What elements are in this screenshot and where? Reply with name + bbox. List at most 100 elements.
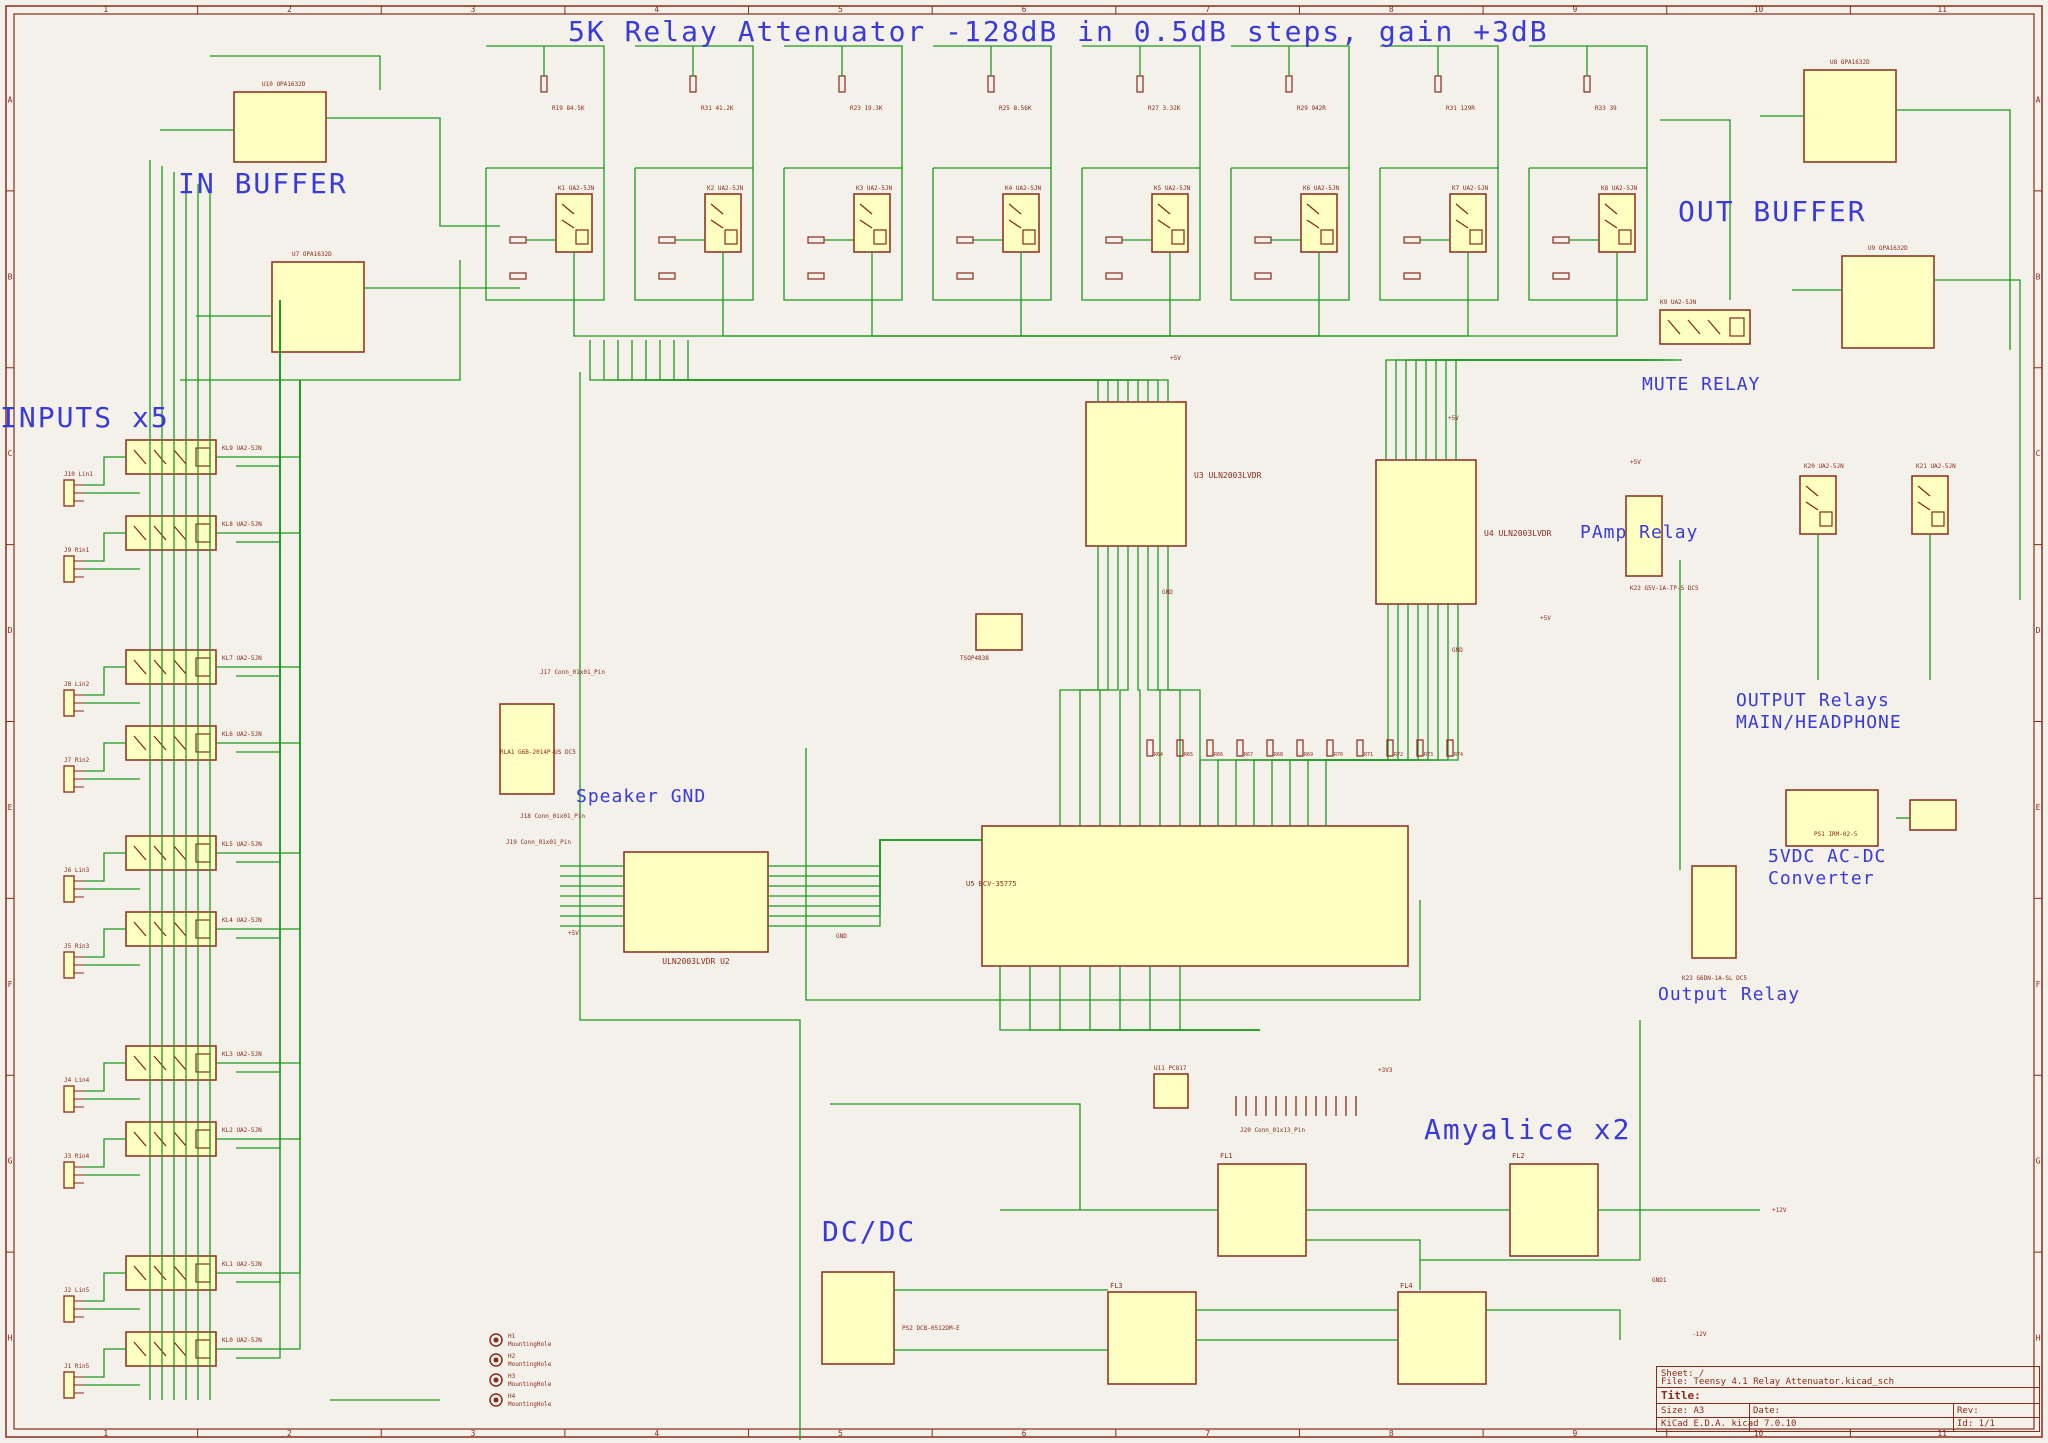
ladder-resistor [956,272,974,280]
frame-column-label: 2 [287,5,292,14]
wire [1081,167,1201,301]
ladder-resistor [1552,236,1570,244]
input-connector-label: J1 Rin5 [64,1363,90,1370]
wire [768,839,982,877]
frame-column-label: 4 [654,5,659,14]
resistor-825-label: R70 [1334,752,1343,758]
input-relay [125,649,217,685]
opamp-u9 [1841,255,1935,349]
frame-row-label: C [2036,449,2041,458]
input-relay [125,1121,217,1157]
input-connector [63,1161,85,1189]
ladder-relay-label: K6 UA2-5JN [1303,185,1340,192]
resistor-825-label: R73 [1424,752,1433,758]
ladder-resistor-label: R29 942R [1297,105,1326,112]
ladder-resistor [1136,75,1144,93]
frame-row-label: E [2036,803,2041,812]
title-block-size: Size: A3 [1661,1406,1705,1416]
mounting-hole-center [493,1337,499,1343]
power-rail-label: GND [1162,589,1173,596]
wire [180,260,461,381]
input-relay [125,1331,217,1367]
ladder-relay-label: K4 UA2-5JN [1005,185,1042,192]
converter-label-2: Converter [1768,868,1875,889]
wire [1307,604,1449,826]
speaker-relay-part-label: RLA1 G6B-2014P-US DC5 [500,749,576,756]
resistor-825-label: R74 [1454,752,1463,758]
wire [210,55,381,90]
mute-relay-k9 [1659,309,1751,345]
wire [1379,167,1499,301]
driver-u4-label: U4 ULN2003LVDR [1484,529,1552,538]
input-connector [63,479,85,507]
opamp-u8 [1803,69,1897,163]
input-connector [63,1295,85,1323]
wire [1289,604,1439,826]
power-rail-label: +5V [1630,459,1641,466]
wire [768,839,982,897]
mcu-u5 [981,825,1409,967]
resistor-825 [1206,739,1214,757]
title-block-id: Id: 1/1 [1957,1419,1995,1429]
output-relay-label: K20 UA2-5JN [1804,463,1844,470]
ladder-resistor [838,75,846,93]
resistor-825-label: R72 [1394,752,1403,758]
frame-row-label: F [8,980,13,989]
filter-label: FL1 [1220,1152,1233,1160]
wire [631,340,1129,402]
frame-row-label: B [2036,272,2041,281]
mounting-hole-label: H4 [508,1393,516,1400]
ladder-resistor [658,236,676,244]
driver-u2 [623,851,769,953]
wire [1147,546,1161,826]
resistor-825 [1146,739,1154,757]
mounting-hole [489,1373,503,1387]
input-relay [125,835,217,871]
ladder-resistor [1583,75,1591,93]
wire [1137,546,1141,826]
wire [84,1272,126,1302]
frame-row-label: E [8,803,13,812]
wire [617,340,1119,402]
filter-label: FL2 [1512,1152,1525,1160]
wire [84,532,126,562]
wire [1235,604,1409,826]
wire [236,300,281,1073]
input-relay [125,515,217,551]
frame-column-label: 3 [471,5,476,14]
input-connector [63,875,85,903]
resistor-825-label: R65 [1184,752,1193,758]
wire [1306,1239,1421,1290]
ladder-resistor [689,75,697,93]
resistor-825-label: R67 [1244,752,1253,758]
mounting-hole-label: MountingHole [508,1401,552,1408]
ladder-resistor [987,75,995,93]
converter-label-1: 5VDC AC-DC [1768,846,1887,867]
frame-column-label: 8 [1389,5,1394,14]
wire [84,852,126,882]
input-connector-label: J2 Lin5 [64,1287,90,1294]
frame-column-label: 9 [1572,5,1577,14]
wire [84,928,126,958]
ladder-resistor-label: R25 8.56K [999,105,1032,112]
filter-fl4 [1397,1291,1487,1385]
wire [1099,546,1119,826]
wire [1110,252,1171,337]
title-block-rev: Rev: [1957,1406,1979,1416]
input-relay [125,911,217,947]
power-rail-label: +5V [1540,615,1551,622]
wire [236,300,281,1149]
driver-u3-label: U3 ULN2003LVDR [1194,471,1262,480]
dcdc-module-label: PS2 DCB-0512DM-E [902,1325,960,1332]
wire [1486,1309,1621,1340]
frame-column-label: 6 [1022,1429,1027,1438]
power-rail-label: +3V3 [1378,1067,1393,1074]
wire [1020,252,1110,337]
opamp-label: U9 OPA1632D [1868,245,1908,252]
connector-j20-label: J20 Conn_01x13_Pin [1240,1127,1305,1134]
frame-column-label: 7 [1205,5,1210,14]
wire [871,252,1110,337]
mounting-hole-center [493,1397,499,1403]
resistor-825-label: R71 [1364,752,1373,758]
